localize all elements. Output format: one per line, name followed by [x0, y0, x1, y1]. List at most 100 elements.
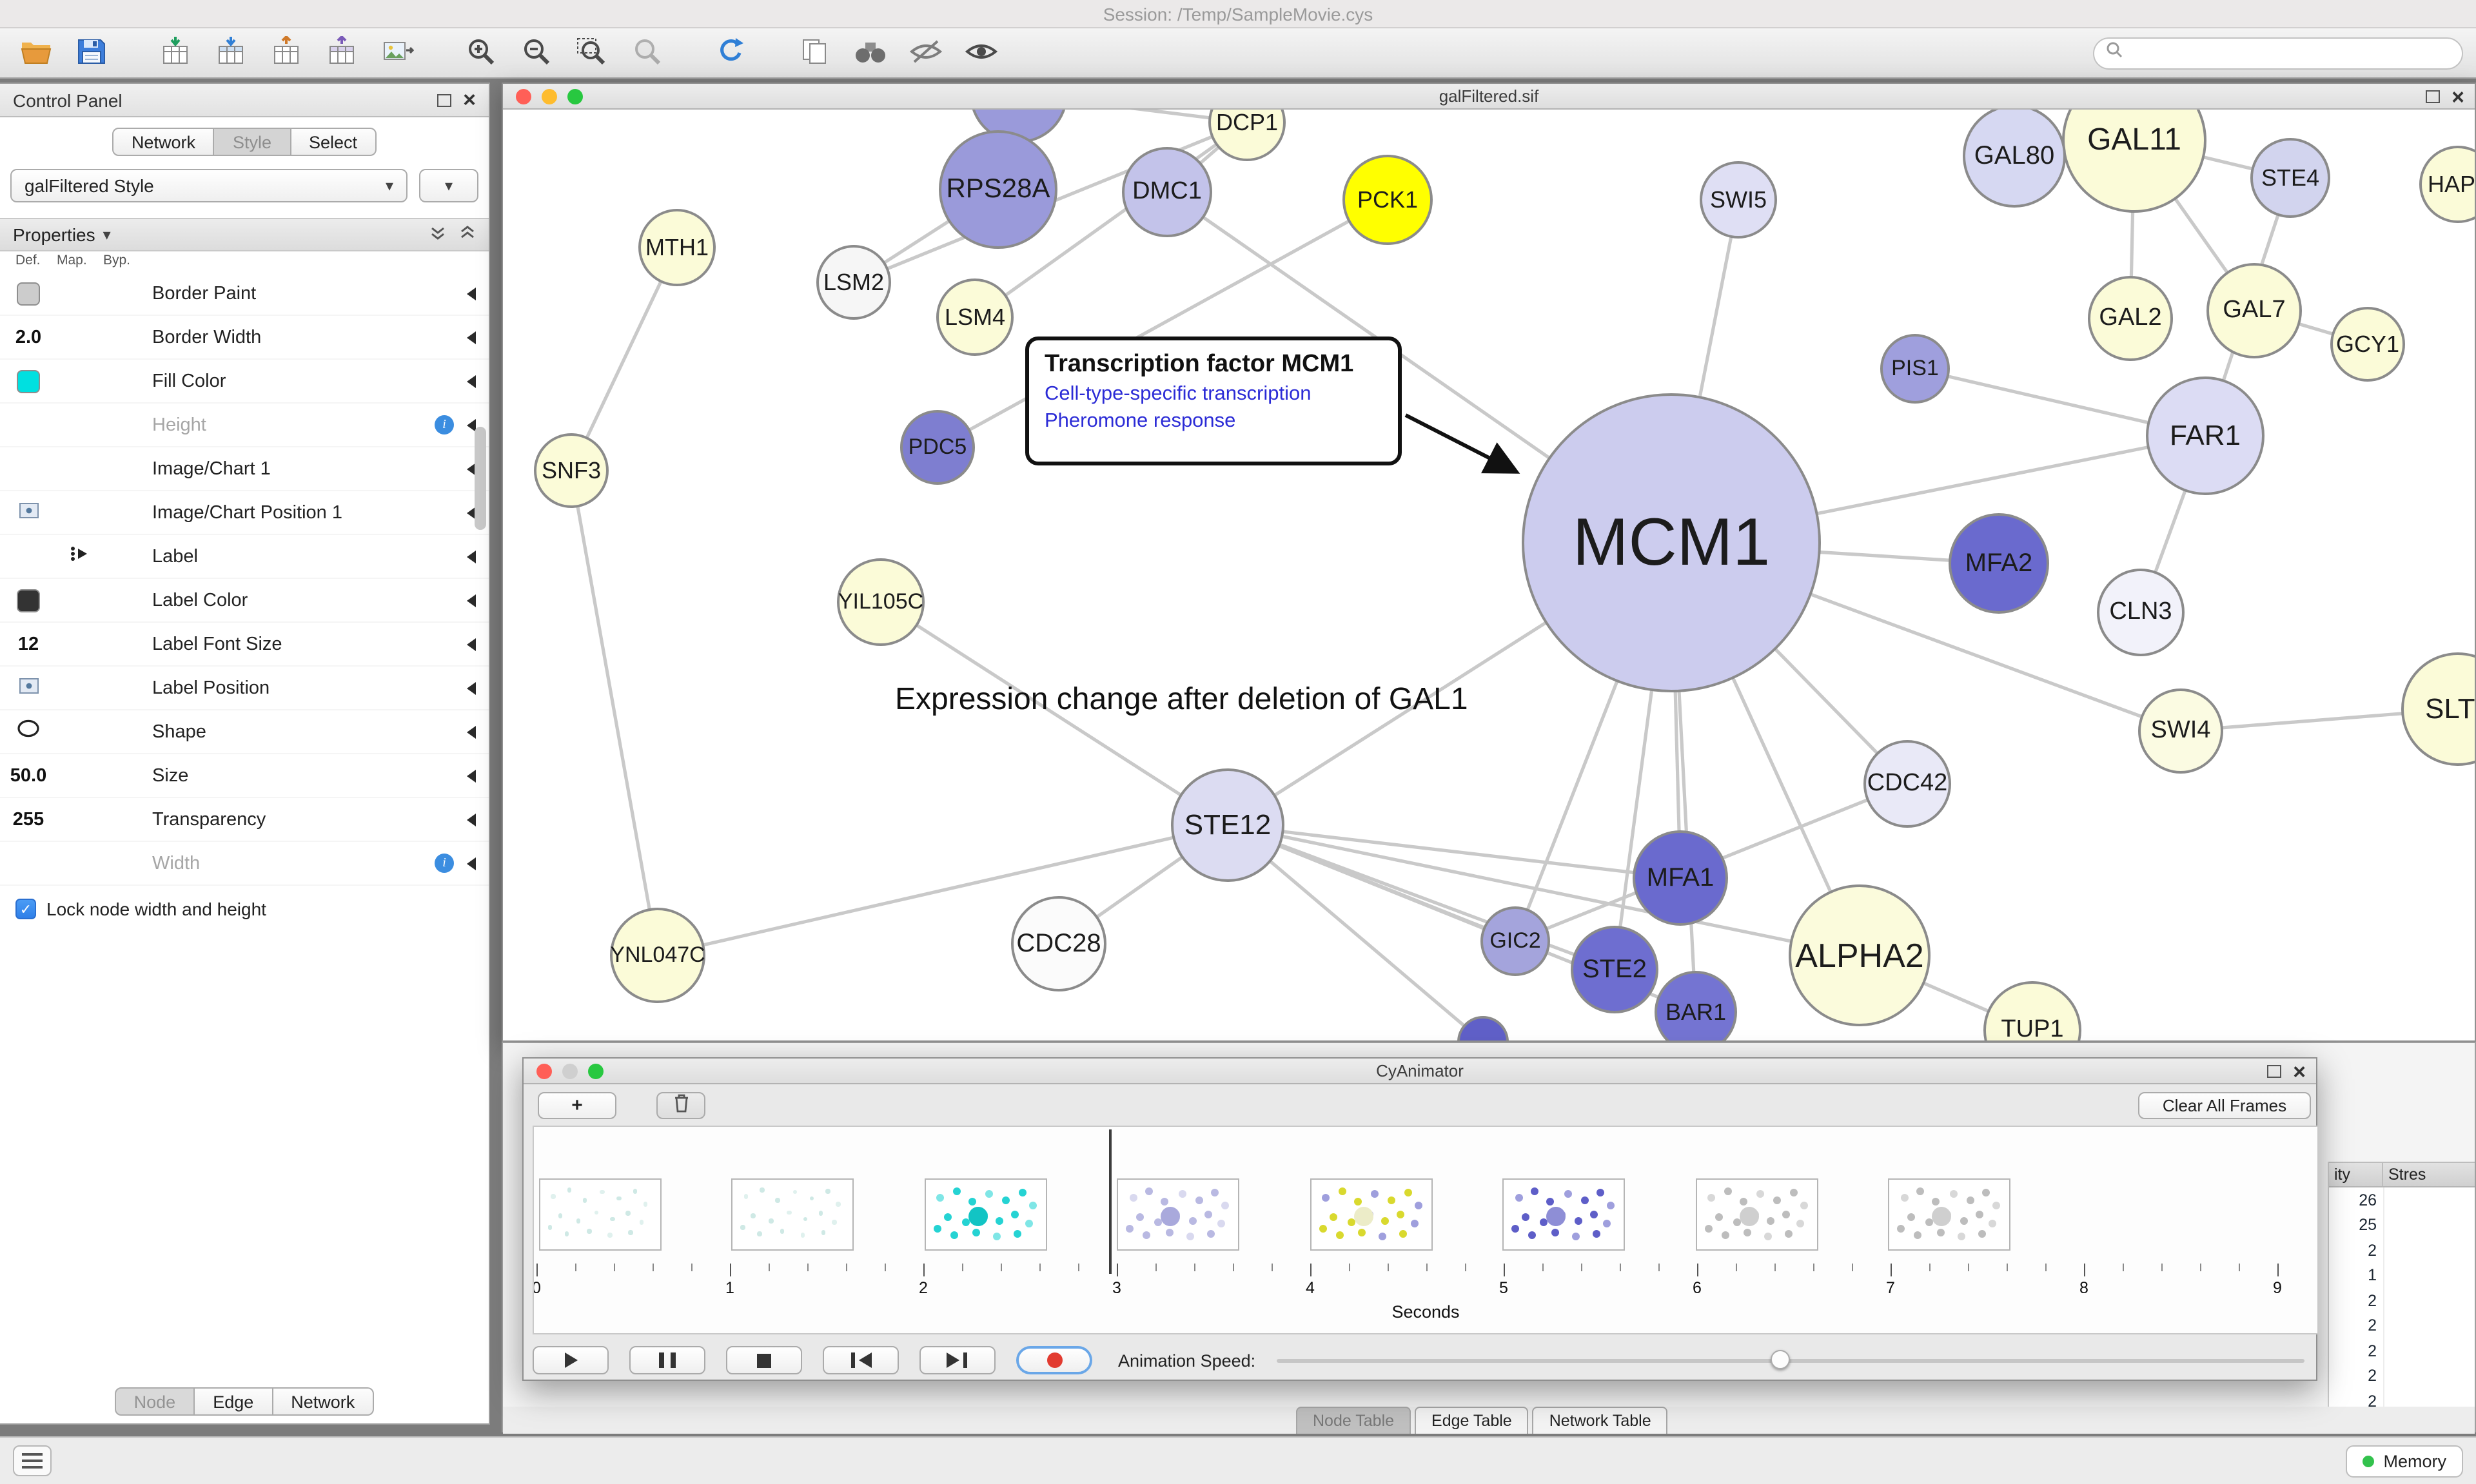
- node-ynl047c[interactable]: YNL047C: [610, 908, 705, 1003]
- node-pdc5[interactable]: PDC5: [900, 410, 975, 485]
- delete-frame-button[interactable]: [656, 1092, 705, 1119]
- node-bar1[interactable]: BAR1: [1655, 971, 1737, 1040]
- record-button[interactable]: [1016, 1346, 1092, 1374]
- node-pck1[interactable]: PCK1: [1342, 155, 1433, 245]
- frame-thumbnail-3[interactable]: [1117, 1178, 1239, 1251]
- node-pis1[interactable]: PIS1: [1880, 334, 1950, 404]
- node-lsm2[interactable]: LSM2: [816, 245, 891, 320]
- import-table-button[interactable]: [208, 34, 254, 72]
- node-far1[interactable]: FAR1: [2146, 376, 2265, 495]
- frame-thumbnail-5[interactable]: [1502, 1178, 1625, 1251]
- node-cdc28[interactable]: CDC28: [1011, 896, 1106, 991]
- node-alpha2[interactable]: ALPHA2: [1789, 884, 1931, 1026]
- node-swi4[interactable]: SWI4: [2138, 688, 2223, 774]
- property-row-shape[interactable]: Shape: [0, 710, 489, 754]
- playhead[interactable]: [1109, 1129, 1112, 1274]
- frame-thumbnail-6[interactable]: [1695, 1178, 1818, 1251]
- export-image-button[interactable]: [374, 34, 420, 72]
- node-ste2[interactable]: STE2: [1571, 926, 1658, 1013]
- close-window-button[interactable]: [536, 1064, 552, 1079]
- show-details-button[interactable]: [958, 34, 1005, 72]
- frame-thumbnail-2[interactable]: [924, 1178, 1046, 1251]
- tab-network[interactable]: Network: [273, 1387, 375, 1416]
- tab-edge-table[interactable]: Edge Table: [1415, 1407, 1529, 1434]
- zoom-in-button[interactable]: [458, 34, 504, 72]
- cyanimator-titlebar[interactable]: CyAnimator ×: [524, 1059, 2316, 1084]
- frame-thumbnail-7[interactable]: [1888, 1178, 2010, 1251]
- close-window-button[interactable]: [516, 89, 531, 104]
- node-mcm1[interactable]: MCM1: [1522, 393, 1821, 692]
- minimize-window-button[interactable]: [542, 89, 557, 104]
- frame-thumbnail-1[interactable]: [731, 1178, 854, 1251]
- float-window-icon[interactable]: [2426, 90, 2441, 103]
- node-mfa2[interactable]: MFA2: [1949, 513, 2049, 614]
- speed-slider-thumb[interactable]: [1771, 1350, 1791, 1369]
- node-ste12[interactable]: STE12: [1171, 768, 1284, 882]
- tab-network[interactable]: Network: [112, 128, 215, 156]
- pause-button[interactable]: [629, 1346, 705, 1374]
- style-combo[interactable]: galFiltered Style ▾: [10, 169, 408, 202]
- table-row[interactable]: 2: [2329, 1288, 2475, 1313]
- network-window-titlebar[interactable]: galFiltered.sif ×: [503, 84, 2475, 110]
- node-gal7[interactable]: GAL7: [2206, 263, 2302, 358]
- import-network-button[interactable]: [152, 34, 199, 72]
- zoom-window-button[interactable]: [588, 1064, 604, 1079]
- control-panel-scrollbar[interactable]: [475, 427, 486, 530]
- copy-button[interactable]: [792, 34, 838, 72]
- search-input[interactable]: [2130, 43, 2450, 63]
- node-gic2[interactable]: GIC2: [1480, 906, 1550, 976]
- annotation-link-1[interactable]: Cell-type-specific transcription: [1045, 383, 1312, 405]
- table-row[interactable]: 2: [2329, 1338, 2475, 1363]
- close-window-icon[interactable]: ×: [2293, 1059, 2306, 1084]
- node-gal2[interactable]: GAL2: [2088, 276, 2173, 361]
- property-row-border-paint[interactable]: Border Paint: [0, 272, 489, 316]
- frame-thumbnail-4[interactable]: [1310, 1178, 1432, 1251]
- frame-thumbnail-0[interactable]: [538, 1178, 661, 1251]
- node-ste4[interactable]: STE4: [2250, 138, 2330, 218]
- float-panel-icon[interactable]: [437, 93, 452, 106]
- annotation-box[interactable]: Transcription factor MCM1 Cell-type-spec…: [1025, 337, 1402, 465]
- export-network-button[interactable]: [263, 34, 310, 72]
- close-window-icon[interactable]: ×: [2451, 84, 2464, 109]
- previous-frame-button[interactable]: [823, 1346, 899, 1374]
- zoom-selected-button[interactable]: [624, 34, 671, 72]
- table-row[interactable]: 1: [2329, 1263, 2475, 1288]
- tab-network-table[interactable]: Network Table: [1532, 1407, 1668, 1434]
- save-session-button[interactable]: [68, 34, 115, 72]
- zoom-out-button[interactable]: [513, 34, 560, 72]
- memory-button[interactable]: Memory: [2346, 1445, 2463, 1477]
- next-frame-button[interactable]: [919, 1346, 996, 1374]
- node-mfa1[interactable]: MFA1: [1633, 830, 1728, 926]
- table-row[interactable]: 25: [2329, 1213, 2475, 1238]
- properties-header[interactable]: Properties ▾: [0, 218, 489, 251]
- property-row-label-color[interactable]: Label Color: [0, 579, 489, 623]
- expand-all-icon[interactable]: [429, 224, 446, 245]
- property-row-image-chart-position-1[interactable]: Image/Chart Position 1: [0, 491, 489, 535]
- first-neighbors-button[interactable]: [847, 34, 894, 72]
- table-column-centrality[interactable]: ity: [2329, 1163, 2383, 1186]
- table-row[interactable]: 2: [2329, 1363, 2475, 1389]
- property-row-fill-color[interactable]: Fill Color: [0, 360, 489, 404]
- zoom-window-button[interactable]: [567, 89, 583, 104]
- node-yil105c[interactable]: YIL105C: [837, 558, 925, 646]
- node-snf3[interactable]: SNF3: [534, 433, 609, 508]
- speed-slider[interactable]: [1276, 1346, 2304, 1374]
- table-row[interactable]: 2: [2329, 1313, 2475, 1338]
- node-tup1[interactable]: TUP1: [1983, 981, 2081, 1040]
- export-table-button[interactable]: [319, 34, 365, 72]
- stop-button[interactable]: [726, 1346, 802, 1374]
- node-lsm4[interactable]: LSM4: [936, 278, 1014, 356]
- node-swi5[interactable]: SWI5: [1700, 161, 1777, 239]
- zoom-fit-button[interactable]: [569, 34, 615, 72]
- tab-node-table[interactable]: Node Table: [1296, 1407, 1411, 1434]
- lock-size-row[interactable]: ✓ Lock node width and height: [15, 899, 266, 919]
- node-mth1[interactable]: MTH1: [638, 209, 716, 286]
- tab-select[interactable]: Select: [291, 128, 377, 156]
- add-frame-button[interactable]: +: [538, 1092, 616, 1119]
